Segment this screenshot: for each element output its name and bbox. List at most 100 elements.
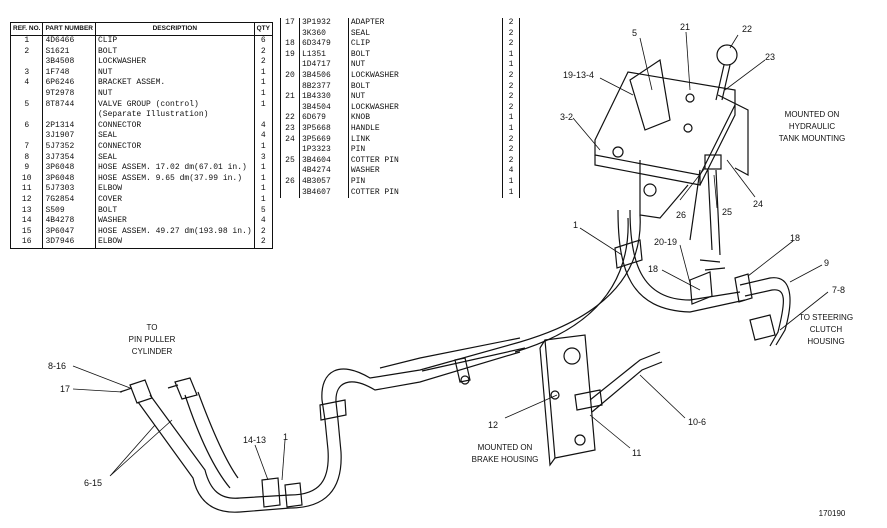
description-cell: WASHER <box>95 216 255 227</box>
callout-7-8: 7-8 <box>832 285 845 295</box>
part-number-cell: 3P1932 <box>299 18 349 29</box>
qty-cell: 1 <box>508 123 514 133</box>
table-row: (Separate Illustration) <box>10 110 273 121</box>
description-cell: ELBOW <box>95 184 255 195</box>
valve-bracket-assembly <box>594 44 749 256</box>
qty-cell: 6 <box>260 36 266 45</box>
description-cell: COVER <box>95 194 255 206</box>
part-number-cell: 5J7352 <box>42 141 96 153</box>
ref-cell <box>280 145 300 156</box>
description-cell: WASHER <box>348 166 504 177</box>
callout-10-6: 10-6 <box>688 417 706 427</box>
qty-cell: 1 <box>260 88 266 98</box>
hoses-to-pin-puller <box>119 377 241 513</box>
qty-cell: 2 <box>508 102 514 112</box>
qty-cell: 1 <box>508 49 514 59</box>
part-number-cell: 4B4278 <box>42 216 96 227</box>
description-cell: PIN <box>348 145 504 156</box>
leader-lines <box>72 31 829 481</box>
note-tank-line3: TANK MOUNTING <box>779 134 846 143</box>
callout-18-left: 18 <box>648 264 658 274</box>
ref-cell: 19 <box>280 49 300 61</box>
part-number-cell: 3B4508 <box>42 57 96 68</box>
header-description: DESCRIPTION <box>95 22 255 36</box>
qty-cell: 4 <box>508 166 514 176</box>
description-cell: LOCKWASHER <box>348 102 504 114</box>
qty-cell: 2 <box>508 81 514 91</box>
qty-cell: 1 <box>260 99 266 109</box>
description-cell: BOLT <box>348 81 504 93</box>
description-cell: SEAL <box>95 131 255 142</box>
header-qty: QTY <box>254 22 273 36</box>
qty-cell: 2 <box>508 92 514 102</box>
description-cell: KNOB <box>348 113 504 124</box>
description-cell: CONNECTOR <box>95 141 255 153</box>
part-number-cell: S1621 <box>42 46 96 58</box>
callout-17: 17 <box>60 384 70 394</box>
part-number-cell: 7G2854 <box>42 194 96 206</box>
qty-cell: 2 <box>260 46 266 56</box>
part-number-cell: 1B4330 <box>299 92 349 103</box>
qty-cell: 3 <box>260 152 266 162</box>
callout-9: 9 <box>824 258 829 268</box>
part-number-cell: 3P5669 <box>299 134 349 146</box>
part-number-cell: 3J7354 <box>42 152 96 164</box>
brake-housing-cover <box>539 334 663 467</box>
ref-cell <box>280 28 300 40</box>
hose-to-steering-clutch <box>734 273 791 347</box>
part-number-cell: 6D679 <box>299 113 349 124</box>
part-number-cell: 1D4717 <box>299 60 349 71</box>
qty-cell: 2 <box>508 28 514 38</box>
ref-cell: 5 <box>10 99 44 111</box>
description-cell: NUT <box>95 88 255 100</box>
ref-cell: 2 <box>10 46 44 58</box>
description-cell: HOSE ASSEM. 49.27 dm(193.98 in.) <box>95 226 255 238</box>
ref-cell: 9 <box>10 163 44 174</box>
part-number-cell: 3B4506 <box>299 70 349 82</box>
description-cell: LINK <box>348 134 504 146</box>
part-number-cell: 1P3323 <box>299 145 349 156</box>
qty-cell: 4 <box>260 120 266 130</box>
note-pin-line2: PIN PULLER <box>129 335 176 344</box>
part-number-cell: L1351 <box>299 49 349 61</box>
ref-cell: 13 <box>10 205 44 217</box>
qty-cell: 1 <box>260 163 266 173</box>
callout-6-15: 6-15 <box>84 478 102 488</box>
part-number-cell: 3J1907 <box>42 131 96 142</box>
ref-cell: 8 <box>10 152 44 164</box>
description-cell: (Separate Illustration) <box>95 110 255 121</box>
qty-cell: 2 <box>508 134 514 144</box>
note-steer-line1: TO STEERING <box>799 313 853 322</box>
part-number-cell: 4D6466 <box>42 35 96 47</box>
hose-pair-valve-to-center <box>514 209 746 353</box>
center-tube-run <box>239 337 526 513</box>
ref-cell: 11 <box>10 184 44 195</box>
part-number-cell: 8T8744 <box>42 99 96 111</box>
ref-cell <box>280 102 300 114</box>
ref-cell: 15 <box>10 226 44 238</box>
description-cell: HOSE ASSEM. 9.65 dm(37.99 in.) <box>95 173 255 185</box>
note-steer-line3: HOUSING <box>807 337 844 346</box>
description-cell: CLIP <box>95 35 255 47</box>
note-tank-line2: HYDRAULIC <box>789 122 835 131</box>
